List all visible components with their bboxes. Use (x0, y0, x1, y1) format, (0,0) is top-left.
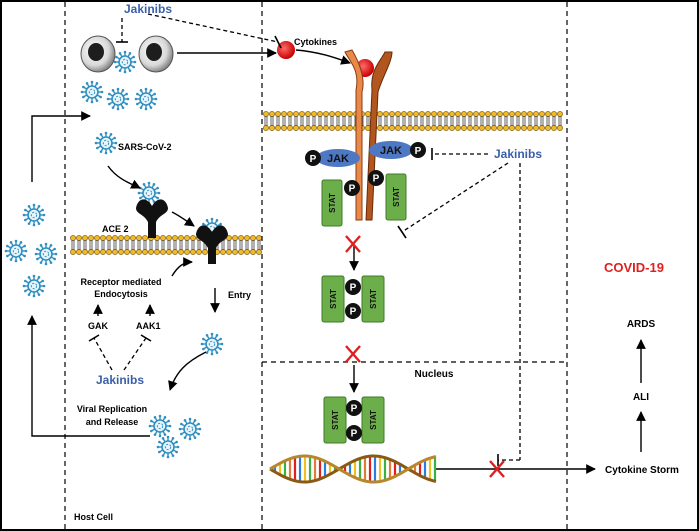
replication-label-line1: Viral Replication (77, 404, 147, 414)
svg-text:P: P (350, 307, 357, 318)
virus-icon (178, 417, 202, 441)
svg-text:STAT: STAT (331, 410, 340, 430)
stat-proteins: STAT STAT P P STAT STAT P P STAT STAT P P (321, 170, 407, 444)
stat-block: STAT (321, 275, 345, 323)
phosphate-icon: P (344, 180, 360, 196)
svg-text:STAT: STAT (369, 410, 378, 430)
jak-label-left: JAK (327, 153, 349, 165)
entry-label: Entry (228, 290, 251, 300)
svg-text:STAT: STAT (329, 289, 338, 309)
virus-icon (156, 435, 180, 459)
aak1-label: AAK1 (136, 321, 161, 331)
inhibition-bars (88, 35, 499, 466)
replication-label-line2: and Release (86, 417, 139, 427)
cytokines-label: Cytokines (294, 37, 337, 47)
phospho-label: P (415, 146, 422, 157)
stat-block: STAT (361, 396, 385, 444)
stat-block: STAT (385, 173, 407, 221)
phosphate-icon: P (368, 170, 384, 186)
virus-icon (22, 274, 46, 298)
virus-icon (4, 239, 28, 263)
svg-text:STAT: STAT (392, 187, 401, 207)
virus-icon (148, 414, 172, 438)
stat-block: STAT (323, 396, 347, 444)
svg-text:P: P (351, 429, 358, 440)
svg-text:P: P (350, 283, 357, 294)
virus-icon (22, 203, 46, 227)
dna-strand (269, 454, 437, 484)
svg-text:P: P (373, 174, 380, 185)
receptor-label-line1: Receptor mediated (80, 277, 161, 287)
ali-label: ALI (633, 392, 649, 403)
sars-cov-2-label: SARS-CoV-2 (118, 142, 172, 152)
host-cell-label: Host Cell (74, 512, 113, 522)
virus-icon (200, 332, 224, 356)
svg-text:P: P (351, 404, 358, 415)
svg-text:P: P (349, 184, 356, 195)
virus-icon (134, 87, 158, 111)
phospho-label: P (310, 154, 317, 165)
phosphate-icon: P (345, 279, 361, 295)
virus-icon (106, 87, 130, 111)
cytokine-molecule (277, 41, 295, 59)
jak-proteins: JAK P JAK P (305, 141, 426, 167)
immune-cells (80, 35, 174, 73)
virus-icon (80, 80, 104, 104)
nucleus-label: Nucleus (415, 369, 454, 380)
receptor-label-line2: Endocytosis (94, 289, 148, 299)
covid19-label: COVID-19 (604, 260, 664, 275)
host-membrane (70, 235, 262, 255)
jakinibs-middle-label: Jakinibs (96, 373, 144, 387)
gak-label: GAK (88, 321, 109, 331)
inhibition-lines (93, 13, 521, 461)
stat-block: STAT (321, 179, 343, 227)
ace2-label: ACE 2 (102, 224, 129, 234)
ace2-receptor (136, 199, 168, 238)
virus-icon (34, 242, 58, 266)
jakinibs-right-label: Jakinibs (494, 147, 542, 161)
phosphate-icon: P (346, 425, 362, 441)
virus-icon (113, 50, 137, 74)
ards-label: ARDS (627, 319, 656, 330)
dna-helix (269, 454, 437, 484)
red-block-marks (345, 235, 505, 478)
phosphate-icon: P (345, 303, 361, 319)
arrows (27, 48, 646, 474)
cell-membranes (70, 111, 563, 255)
cytokine-storm-label: Cytokine Storm (605, 465, 679, 476)
virus-icon (94, 131, 118, 155)
phosphate-icon: P (346, 400, 362, 416)
stat-block: STAT (361, 275, 385, 323)
svg-text:STAT: STAT (369, 289, 378, 309)
ace2-receptor-endocytosis (196, 225, 228, 264)
jakinibs-top-label: Jakinibs (124, 2, 172, 16)
jak-label-right: JAK (380, 145, 402, 157)
signal-membrane-left (263, 111, 563, 131)
svg-text:STAT: STAT (328, 193, 337, 213)
